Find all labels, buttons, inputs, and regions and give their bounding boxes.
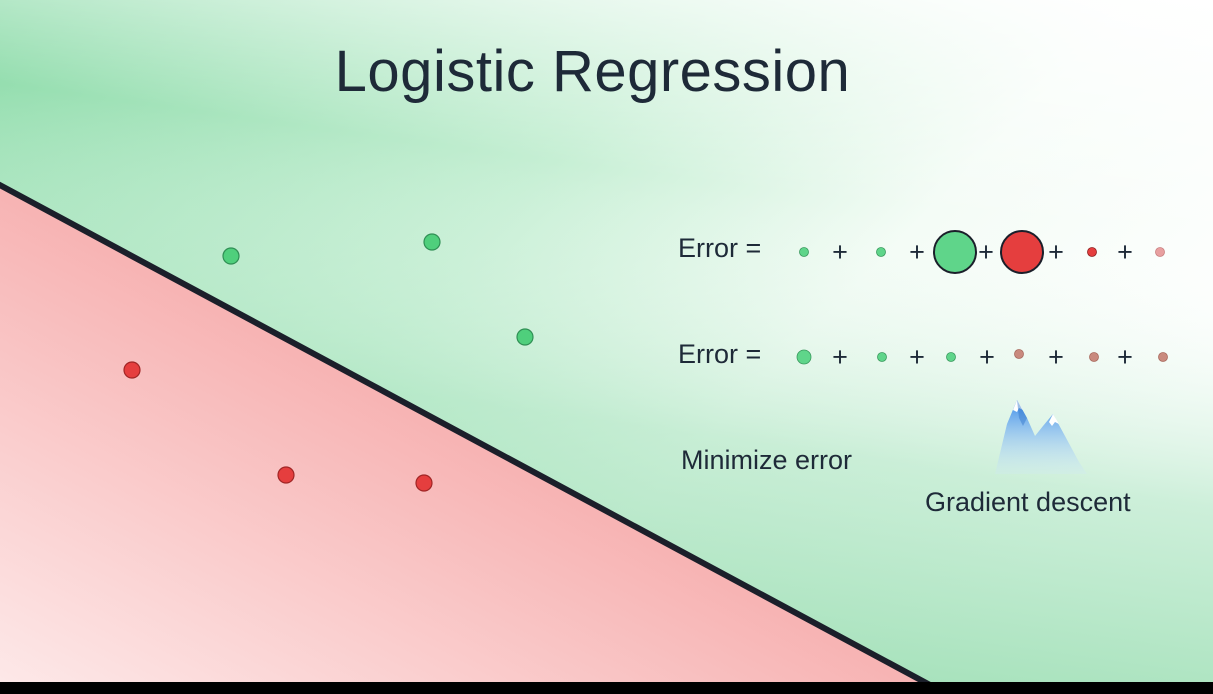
plus-operator: + — [909, 342, 925, 372]
red-error-term-dot — [1087, 247, 1097, 257]
plus-operator: + — [1117, 237, 1133, 267]
plus-operator: + — [1048, 342, 1064, 372]
mountains-icon — [995, 400, 1087, 474]
plus-operator: + — [1117, 342, 1133, 372]
plus-operator: + — [832, 237, 848, 267]
plus-operator: + — [909, 237, 925, 267]
green-point[interactable] — [423, 233, 441, 251]
letterbox-bar — [0, 682, 1213, 694]
green-error-term-dot — [946, 352, 956, 362]
page-title: Logistic Regression — [334, 39, 851, 104]
gradient-descent-label: Gradient descent — [925, 487, 1131, 517]
pink-error-term-dot — [1155, 247, 1165, 257]
plus-operator: + — [979, 342, 995, 372]
green-error-term-dot — [877, 352, 887, 362]
red-point[interactable] — [277, 466, 295, 484]
green-point[interactable] — [516, 328, 534, 346]
green-error-term-dot — [796, 349, 812, 365]
green-error-term-dot — [876, 247, 886, 257]
red-point[interactable] — [123, 361, 141, 379]
green-point[interactable] — [222, 247, 240, 265]
brown-error-term-dot — [1089, 352, 1099, 362]
plus-operator: + — [832, 342, 848, 372]
minimize-error-label: Minimize error — [681, 445, 853, 475]
error-row-1-terms: + + + + + — [799, 230, 1165, 274]
green-error-term-dot — [933, 230, 977, 274]
green-error-term-dot — [799, 247, 809, 257]
error-row-2-terms: + + + + + — [796, 342, 1168, 372]
brown-error-term-dot — [1158, 352, 1168, 362]
brown-error-term-dot — [1014, 349, 1024, 359]
red-error-term-dot — [1000, 230, 1044, 274]
plus-operator: + — [978, 237, 994, 267]
error-row-2-label: Error = — [678, 339, 762, 369]
red-point[interactable] — [415, 474, 433, 492]
decision-boundary-line — [0, 181, 931, 682]
error-row-1-label: Error = — [678, 233, 762, 263]
plus-operator: + — [1048, 237, 1064, 267]
